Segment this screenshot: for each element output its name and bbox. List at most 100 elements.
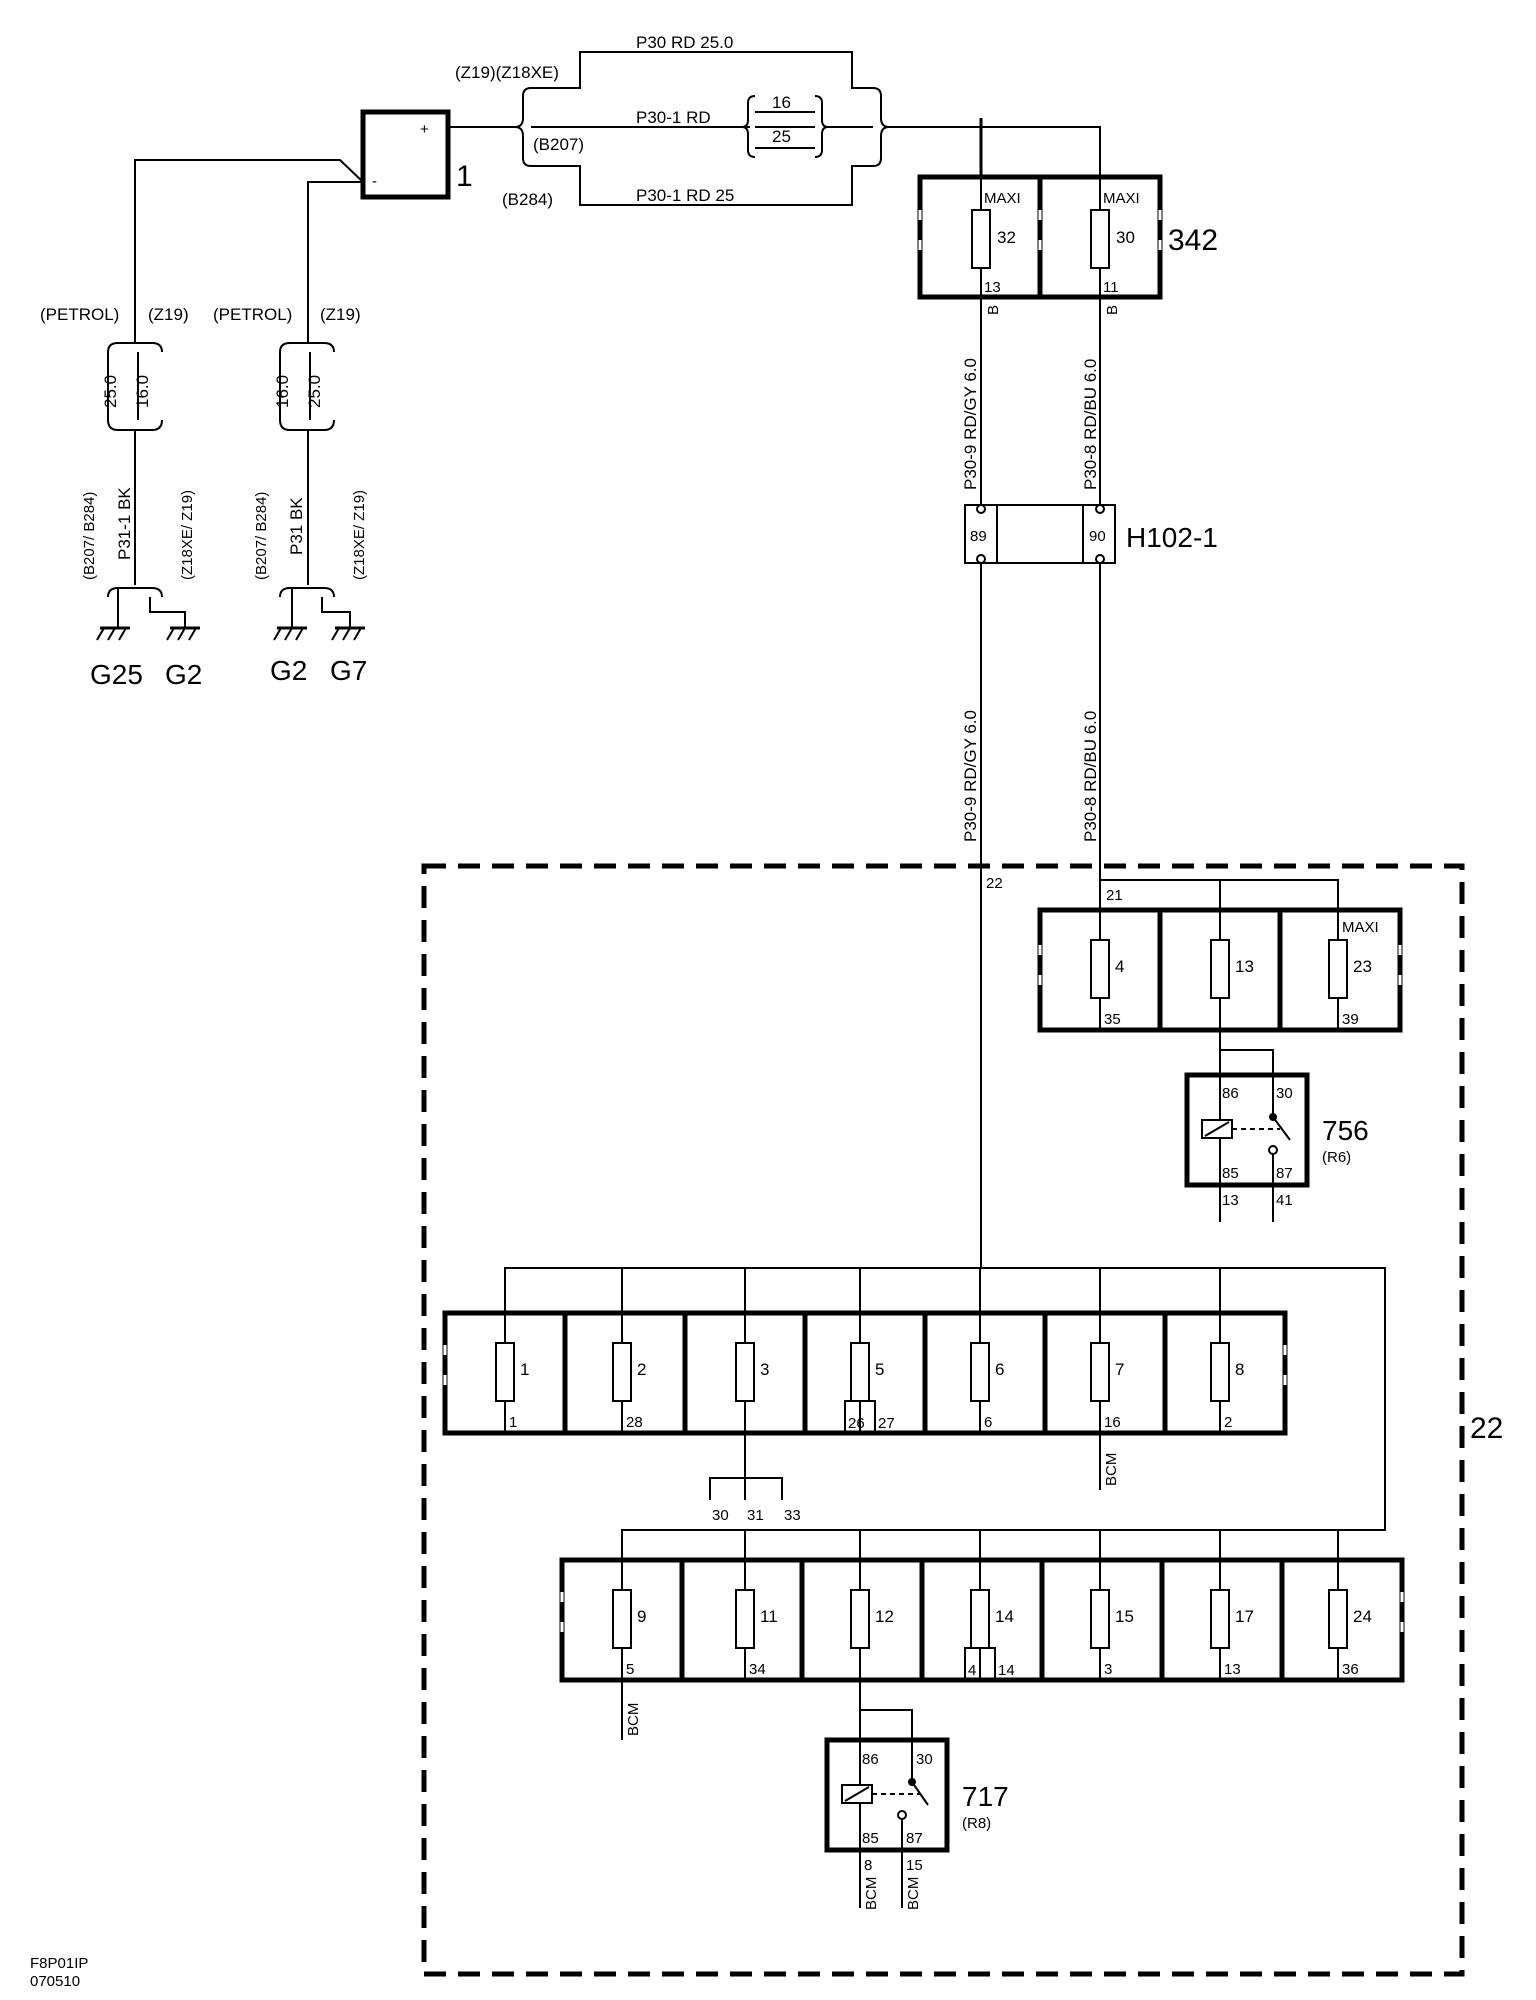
- label-p30-9-lower: P30-9 RD/GY 6.0: [961, 710, 980, 842]
- fuse-1: [495, 1342, 515, 1402]
- right-var-b: (Z18XE/ Z19): [351, 490, 368, 580]
- fuse-24: [1328, 1589, 1348, 1649]
- relay717-out-b: 15: [906, 1857, 923, 1874]
- g7-h3: [353, 627, 362, 641]
- maxi32-num: 32: [997, 228, 1016, 247]
- relay-756: 86 30 85 87 756 (R6): [1184, 1072, 1369, 1188]
- label-p30-8-upper: P30-8 RD/BU 6.0: [1081, 359, 1100, 490]
- fusebox-input-21: 21: [1106, 887, 1123, 904]
- fuse-17: [1210, 1589, 1230, 1649]
- fuse-24-pin: 36: [1342, 1661, 1359, 1678]
- left-size-a: 25.0: [101, 375, 120, 408]
- relay756-out-b: 41: [1276, 1192, 1293, 1209]
- right-size-b: 25.0: [305, 375, 324, 408]
- battery-id: 1: [456, 160, 473, 193]
- fuse-2-num: 2: [637, 1360, 646, 1379]
- fuse-1-pin: 1: [509, 1414, 517, 1431]
- left-petrol: (PETROL): [40, 305, 119, 324]
- fuse-8: [1210, 1342, 1230, 1402]
- relay717-p87: 87: [906, 1830, 923, 1847]
- g2r-h3: [295, 627, 304, 641]
- fuse-top-23-type: MAXI: [1342, 919, 1379, 936]
- battery-plus: +: [420, 121, 429, 138]
- size-brace-left: [741, 95, 756, 158]
- label-wire-p30-1-bot: P30-1 RD 25: [636, 186, 734, 205]
- relay717-87-contact: [897, 1810, 907, 1820]
- fuse-2: [612, 1342, 632, 1402]
- wire-ground-right: [307, 181, 363, 335]
- relay717-feed: [859, 1680, 913, 1740]
- supply-brace-left: [514, 87, 532, 167]
- fuse-15: [1090, 1589, 1110, 1649]
- g2l-h1: [166, 627, 175, 641]
- row2-taps: [621, 1530, 1339, 1560]
- label-p30-8-lower: P30-8 RD/BU 6.0: [1081, 711, 1100, 842]
- fuse-top-4: [1090, 939, 1110, 999]
- right-wire-label: P31 BK: [287, 497, 306, 555]
- fuse-17-pin: 13: [1224, 1661, 1241, 1678]
- h102-1-pin-90: 90: [1089, 528, 1106, 545]
- fuse-5-pin2: 27: [878, 1415, 895, 1432]
- fuse-top-13-num: 13: [1235, 957, 1254, 976]
- h102-1-pin90-top: [1095, 504, 1105, 514]
- relay-756-id: 756: [1322, 1115, 1369, 1146]
- g25-h1: [96, 627, 105, 641]
- label-b284: (B284): [502, 190, 553, 209]
- fuse-top-13: [1210, 939, 1230, 999]
- left-brace-bot: [107, 587, 163, 598]
- fuse-14-pin: 4: [968, 1662, 976, 1679]
- fuse-7-pin: 16: [1104, 1414, 1121, 1431]
- relay717-p30: 30: [916, 1751, 933, 1768]
- row2-bcm: BCM: [625, 1703, 642, 1736]
- g7-h1: [331, 627, 340, 641]
- fuse-7-num: 7: [1115, 1360, 1124, 1379]
- right-var-a: (B207/ B284): [253, 492, 270, 580]
- fuse-3: [735, 1342, 755, 1402]
- h102-1-pin89-bot: [976, 554, 986, 564]
- left-brace-mid: [107, 419, 163, 431]
- fuse-2-pin: 28: [626, 1414, 643, 1431]
- fuse-14-pin2: 14: [998, 1662, 1015, 1679]
- wire-p30-1-bot: [531, 165, 873, 206]
- footer-date: 070510: [30, 1973, 80, 1990]
- fuse-24-num: 24: [1353, 1607, 1372, 1626]
- ground-symbol-g2-right: [273, 626, 307, 641]
- battery-1: + - 1: [360, 109, 473, 200]
- maxi30-num: 30: [1116, 228, 1135, 247]
- left-wire-label: P31-1 BK: [115, 487, 134, 560]
- fuse-9-num: 9: [637, 1607, 646, 1626]
- ground-symbol-g25: [96, 626, 130, 641]
- label-wire-p30-1-mid: P30-1 RD: [636, 108, 711, 127]
- relay756-out-a: 13: [1222, 1192, 1239, 1209]
- fuse-17-num: 17: [1235, 1607, 1254, 1626]
- label-wire-p30-top: P30 RD 25.0: [636, 33, 733, 52]
- ground-g2-left: G2: [165, 659, 202, 690]
- fuse-9-pin: 5: [626, 1661, 634, 1678]
- ground-group-left: (PETROL) (Z19) 25.0 16.0 (B207/ B284) P3…: [40, 305, 202, 690]
- ground-group-right: (PETROL) (Z19) 16.0 25.0 (B207/ B284) P3…: [213, 305, 368, 686]
- relay756-p85: 85: [1222, 1165, 1239, 1182]
- right-petrol: (PETROL): [213, 305, 292, 324]
- maxi-342-id: 342: [1168, 224, 1218, 257]
- relay756-feed: [1219, 1030, 1274, 1075]
- row1-bcm: BCM: [1103, 1453, 1120, 1486]
- g25-h3: [118, 627, 127, 641]
- relay-717-id: 717: [962, 1781, 1009, 1812]
- footer-code: F8P01IP: [30, 1955, 88, 1972]
- fuse-top-4-pin: 35: [1104, 1011, 1121, 1028]
- fusebox-22-outline: [421, 863, 1465, 1977]
- relay717-bcm-b: BCM: [905, 1877, 922, 1910]
- label-z19-z18xe: (Z19)(Z18XE): [455, 63, 559, 82]
- left-drop-b: [149, 597, 186, 628]
- maxi32-term: B: [985, 305, 1002, 315]
- label-p30-9-upper: P30-9 RD/GY 6.0: [961, 358, 980, 490]
- relay756-p30: 30: [1276, 1085, 1293, 1102]
- fuse-11-pin: 34: [749, 1661, 766, 1678]
- fuse-15-num: 15: [1115, 1607, 1134, 1626]
- split-pin-30: 30: [712, 1507, 729, 1524]
- relay717-p86: 86: [862, 1751, 879, 1768]
- fuse-9: [612, 1589, 632, 1649]
- relay-756-ref: (R6): [1322, 1149, 1351, 1166]
